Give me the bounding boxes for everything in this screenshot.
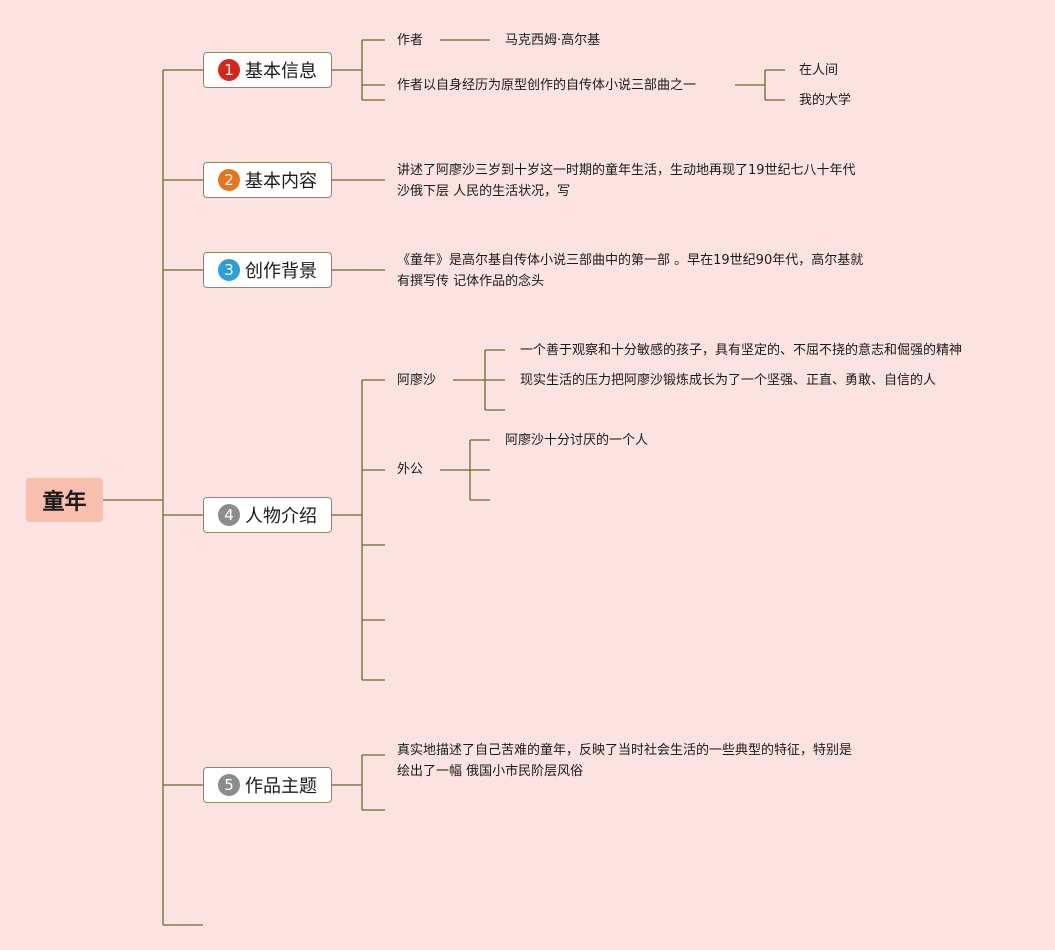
grandfather-trait-1[interactable]: 阿廖沙十分讨厌的一个人 bbox=[505, 433, 649, 448]
trilogy-book-in-the-world[interactable]: 在人间 bbox=[799, 63, 839, 78]
background-text-line-1[interactable]: 《童年》是高尔基自传体小说三部曲中的第一部 。早在19世纪90年代，高尔基就 bbox=[397, 253, 864, 268]
content-text-line-2[interactable]: 沙俄下层 人民的生活状况，写 bbox=[397, 184, 571, 199]
branch-node-theme[interactable]: 5 作品主题 bbox=[203, 767, 332, 803]
number-badge-2: 2 bbox=[218, 169, 240, 191]
branch-label-theme: 作品主题 bbox=[245, 776, 317, 797]
theme-text-line-1[interactable]: 真实地描述了自己苦难的童年，反映了当时社会生活的一些典型的特征，特别是 bbox=[397, 743, 853, 758]
branch-node-basic-content[interactable]: 2 基本内容 bbox=[203, 162, 332, 198]
number-badge-4: 4 bbox=[218, 504, 240, 526]
character-alyosha[interactable]: 阿廖沙 bbox=[397, 373, 437, 388]
author-name[interactable]: 马克西姆·高尔基 bbox=[505, 33, 601, 48]
root-node[interactable]: 童年 bbox=[26, 478, 103, 522]
branch-label-basic-content: 基本内容 bbox=[245, 171, 317, 192]
number-badge-1: 1 bbox=[218, 59, 240, 81]
branch-label-basic-info: 基本信息 bbox=[245, 61, 317, 82]
theme-text-line-2[interactable]: 绘出了一幅 俄国小市民阶层风俗 bbox=[397, 764, 584, 779]
content-text-line-1[interactable]: 讲述了阿廖沙三岁到十岁这一时期的童年生活，生动地再现了19世纪七八十年代 bbox=[397, 163, 856, 178]
trilogy-book-my-universities[interactable]: 我的大学 bbox=[799, 93, 852, 108]
branch-node-characters[interactable]: 4 人物介绍 bbox=[203, 497, 332, 533]
author-label[interactable]: 作者 bbox=[397, 33, 424, 48]
root-label: 童年 bbox=[42, 490, 87, 515]
branch-node-basic-info[interactable]: 1 基本信息 bbox=[203, 52, 332, 88]
number-badge-5: 5 bbox=[218, 774, 240, 796]
character-grandfather[interactable]: 外公 bbox=[397, 462, 424, 477]
branch-label-characters: 人物介绍 bbox=[245, 506, 317, 527]
trilogy-note[interactable]: 作者以自身经历为原型创作的自传体小说三部曲之一 bbox=[397, 78, 697, 93]
branch-label-background: 创作背景 bbox=[245, 261, 317, 282]
alyosha-trait-2[interactable]: 现实生活的压力把阿廖沙锻炼成长为了一个坚强、正直、勇敢、自信的人 bbox=[520, 373, 937, 388]
background-text-line-2[interactable]: 有撰写传 记体作品的念头 bbox=[397, 274, 545, 289]
branch-node-background[interactable]: 3 创作背景 bbox=[203, 252, 332, 288]
number-badge-3: 3 bbox=[218, 259, 240, 281]
alyosha-trait-1[interactable]: 一个善于观察和十分敏感的孩子，具有坚定的、不屈不挠的意志和倔强的精神 bbox=[520, 343, 963, 358]
